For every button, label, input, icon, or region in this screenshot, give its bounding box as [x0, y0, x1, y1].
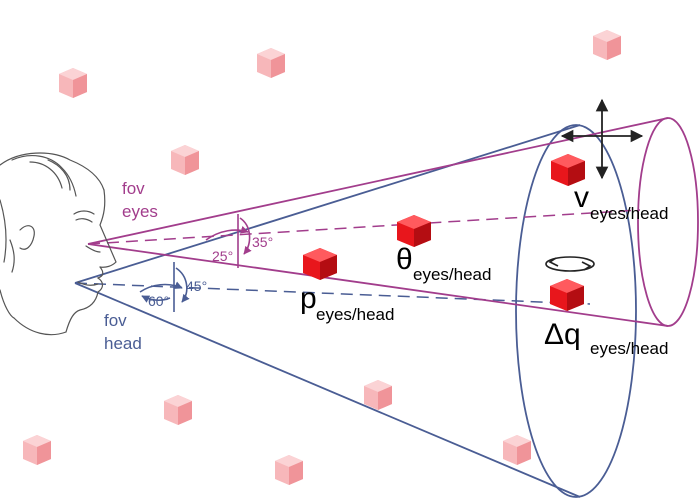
head-angle-60: 60° [148, 293, 170, 309]
rotation-subscript: eyes/head [590, 339, 669, 358]
bg-cube [23, 435, 51, 465]
head-sketch [0, 152, 117, 336]
head-angle-45: 45° [186, 278, 208, 294]
bg-cube [257, 48, 285, 78]
velocity-symbol: v [574, 181, 589, 214]
bg-cube [503, 435, 531, 465]
eyes-angle-35: 35° [252, 234, 274, 250]
rotation-arrow [545, 256, 595, 272]
bg-cube [164, 395, 192, 425]
fov-eyes-label-line2: eyes [122, 202, 158, 221]
translation-arrows [560, 98, 644, 180]
rotation-symbol: Δq [544, 318, 581, 351]
fov-head-label-line2: head [104, 334, 142, 353]
head-angle-arcs [139, 262, 190, 312]
bg-cube [59, 68, 87, 98]
head-fov-cone [74, 124, 637, 498]
theta-symbol: θ [396, 243, 413, 276]
velocity-subscript: eyes/head [590, 204, 669, 223]
theta-subscript: eyes/head [413, 265, 492, 284]
target-cube-dq [550, 279, 584, 311]
position-subscript: eyes/head [316, 305, 395, 324]
bg-cube [593, 30, 621, 60]
eyes-angle-25: 25° [212, 248, 234, 264]
eyes-angle-arcs [205, 214, 252, 268]
bg-cube [275, 455, 303, 485]
bg-cube [171, 145, 199, 175]
position-symbol: p [300, 282, 317, 315]
fov-eyes-label-line1: fov [122, 179, 145, 198]
fov-head-label-line1: fov [104, 311, 127, 330]
bg-cube [364, 380, 392, 410]
